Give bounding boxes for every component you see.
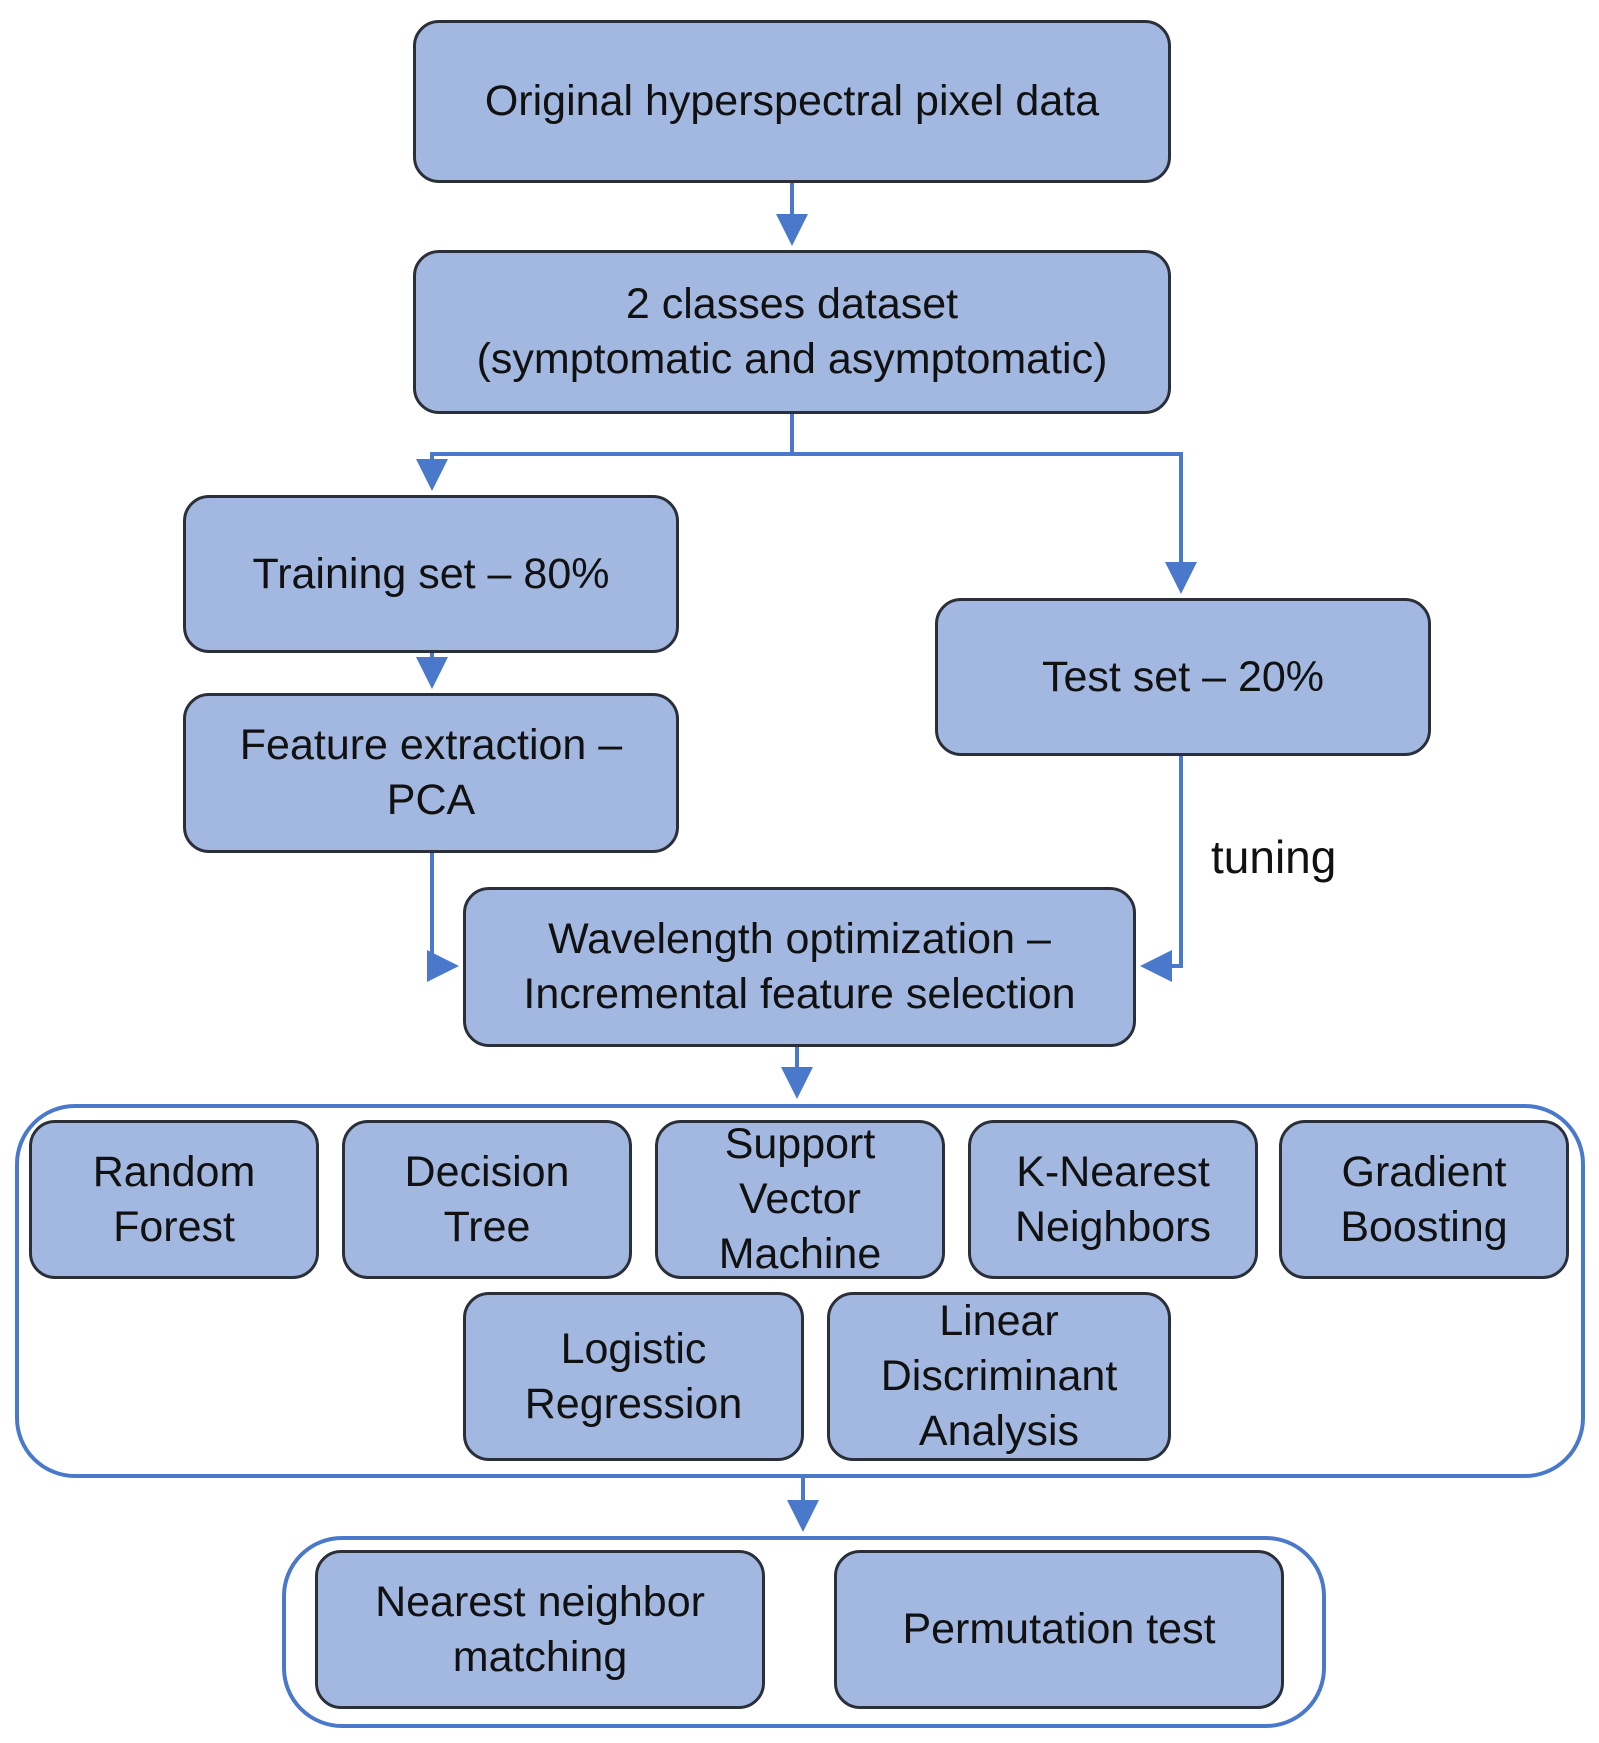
classifier-group	[15, 1104, 1585, 1478]
gradient-boosting-box: Gradient Boosting	[1279, 1120, 1569, 1279]
random-forest-box: Random Forest	[29, 1120, 319, 1279]
feature-extraction-box: Feature extraction – PCA	[183, 693, 679, 853]
evaluation-group	[282, 1536, 1326, 1728]
k-nearest-neighbors-box: K-Nearest Neighbors	[968, 1120, 1258, 1279]
training-set-box: Training set – 80%	[183, 495, 679, 653]
test-set-box: Test set – 20%	[935, 598, 1431, 756]
two-classes-dataset-box: 2 classes dataset (symptomatic and asymp…	[413, 250, 1171, 414]
arrow-classes-to-test	[792, 452, 1197, 594]
support-vector-machine-box: Support Vector Machine	[655, 1120, 945, 1279]
wavelength-optimization-box: Wavelength optimization – Incremental fe…	[463, 887, 1136, 1047]
decision-tree-box: Decision Tree	[342, 1120, 632, 1279]
tuning-label: tuning	[1211, 831, 1337, 883]
nearest-neighbor-matching-box: Nearest neighbor matching	[315, 1550, 765, 1709]
original-data-box: Original hyperspectral pixel data	[413, 20, 1171, 183]
linear-discriminant-analysis-box: Linear Discriminant Analysis	[827, 1292, 1171, 1461]
logistic-regression-box: Logistic Regression	[463, 1292, 804, 1461]
arrow-classes-to-training	[416, 413, 794, 491]
arrow-feature-extraction-to-wavelength	[427, 852, 459, 982]
arrow-test-to-wavelength	[1140, 756, 1183, 982]
permutation-test-box: Permutation test	[834, 1550, 1284, 1709]
